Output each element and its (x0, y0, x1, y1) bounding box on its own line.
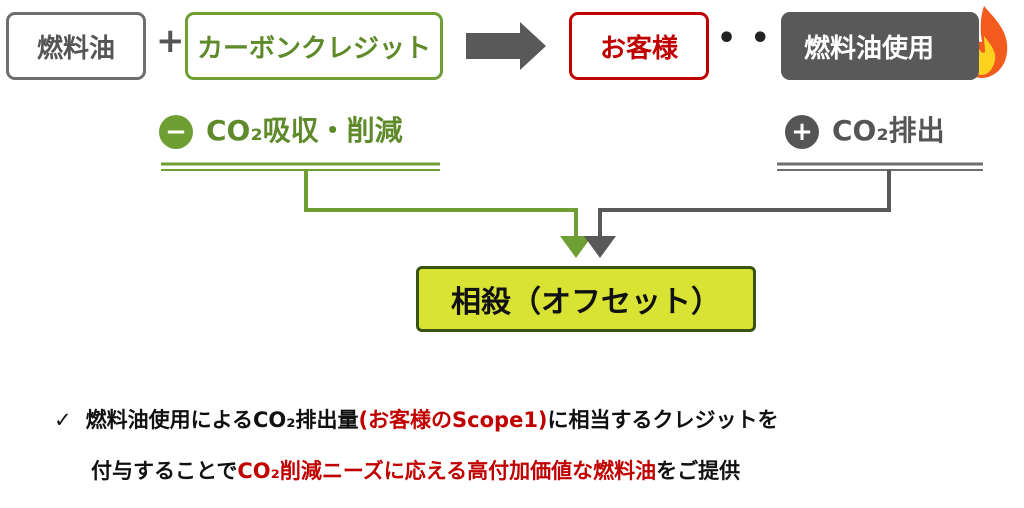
carbon-credit-box: カーボンクレジット (185, 12, 443, 80)
gray-connector (598, 170, 891, 236)
offset-box: 相殺（オフセット） (416, 266, 756, 332)
footer-line-2: 付与することでCO₂削減ニーズに応える高付加価値な燃料油をご提供 (91, 461, 740, 482)
gray-arrowhead (584, 236, 616, 258)
carbon-credit-label: カーボンクレジット (196, 33, 431, 64)
fuel-oil-use-box: 燃料油使用 (781, 12, 979, 80)
offset-label: 相殺（オフセット） (451, 285, 721, 320)
fuel-oil-label: 燃料油 (36, 33, 115, 64)
co2-absorb-reduce-label: CO₂吸収・削減 (206, 114, 403, 147)
checkmark-icon: ✓ (54, 408, 72, 432)
customer-box: お客様 (569, 12, 709, 80)
footer-line1-part-c: に相当するクレジットを (547, 408, 779, 432)
co2-emission-label: CO₂排出 (832, 114, 945, 147)
plus-icon: + (785, 115, 819, 149)
footer-line2-part-a: 付与することで (91, 459, 238, 483)
green-arrowhead (560, 236, 592, 258)
plus-sign: + (156, 21, 185, 61)
footer-line1-part-a: 燃料油使用によるCO₂排出量 (85, 408, 359, 432)
footer-line2-part-c: をご提供 (656, 459, 741, 483)
footer-line-1: ✓ 燃料油使用によるCO₂排出量(お客様のScope1)に相当するクレジットを (54, 410, 779, 431)
minus-icon: − (159, 115, 193, 149)
footer-line1-part-b: (お客様のScope1) (358, 408, 548, 432)
fuel-oil-box: 燃料油 (6, 12, 146, 80)
footer-line2-part-b: CO₂削減ニーズに応える高付加価値な燃料油 (237, 459, 657, 483)
green-connector (304, 170, 578, 236)
fuel-oil-use-label: 燃料油使用 (803, 33, 934, 64)
right-arrow-icon (466, 22, 546, 70)
customer-label: お客様 (599, 33, 678, 64)
